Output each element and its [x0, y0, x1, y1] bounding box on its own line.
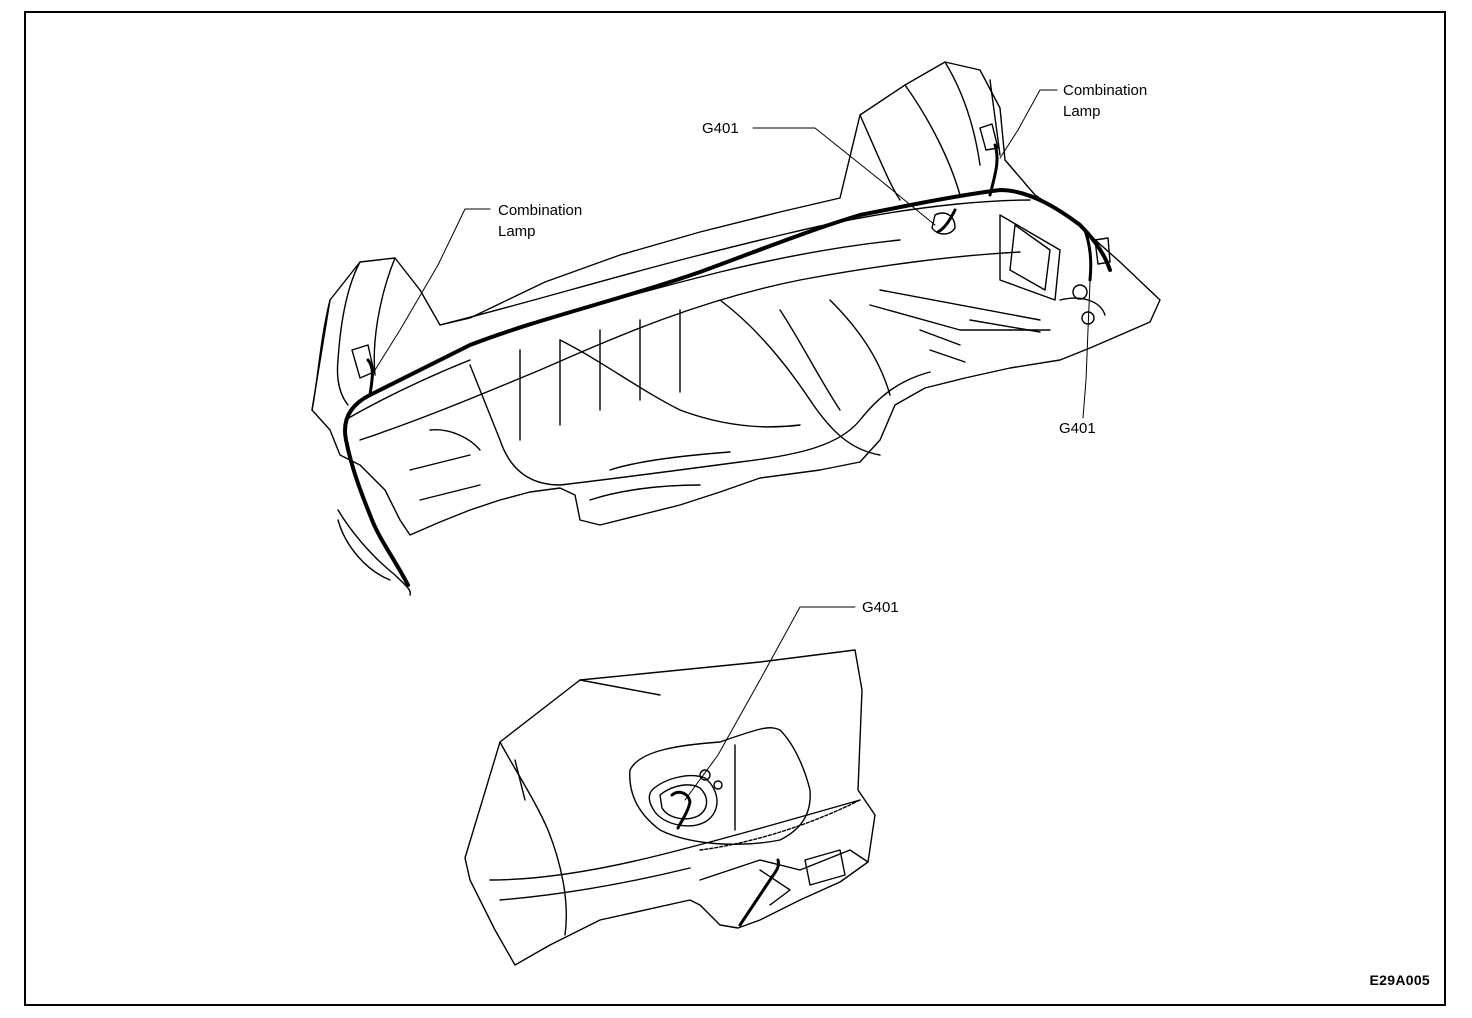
- leader-lines-lower: [684, 606, 856, 801]
- callout-combination-lamp-right: Combination Lamp: [1063, 80, 1147, 122]
- callout-text: G401: [862, 599, 899, 616]
- callout-line-1: Combination: [1063, 82, 1148, 99]
- callout-g401-detail: G401: [862, 597, 899, 618]
- leader-lines-upper: [374, 89, 1091, 419]
- callout-line-1: Combination: [498, 202, 583, 219]
- rear-floor-body: [311, 61, 1161, 596]
- callout-line-2: Lamp: [498, 223, 536, 240]
- wiring-harness-main: [343, 188, 1112, 587]
- quarter-panel-detail: [464, 649, 876, 966]
- callout-g401-right: G401: [1059, 418, 1096, 439]
- callout-text: G401: [702, 120, 739, 137]
- callout-text: G401: [1059, 420, 1096, 437]
- callout-g401-top: G401: [702, 118, 739, 139]
- wiring-harness-branches: [366, 143, 1093, 397]
- diagram-frame: [24, 11, 1446, 1006]
- figure-id: E29A005: [1369, 972, 1430, 988]
- callout-line-2: Lamp: [1063, 103, 1101, 120]
- callout-combination-lamp-left: Combination Lamp: [498, 200, 582, 242]
- wiring-harness-detail: [670, 790, 780, 927]
